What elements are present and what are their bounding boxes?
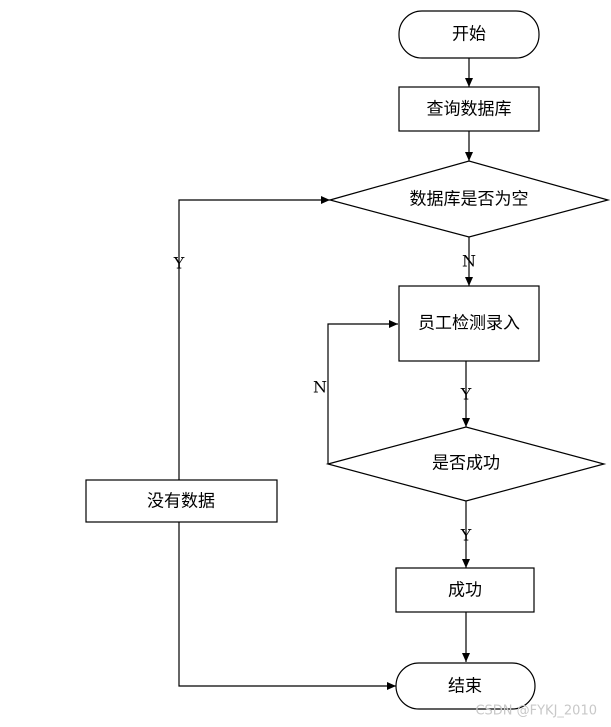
node-success: 成功 xyxy=(395,567,535,613)
node-no-data: 没有数据 xyxy=(85,479,278,523)
connectors xyxy=(178,58,473,690)
decision-db-empty-label: 数据库是否为空 xyxy=(410,190,529,210)
node-start-label: 开始 xyxy=(452,25,486,45)
decision-is-success-label: 是否成功 xyxy=(432,454,500,474)
edge-check-fail-loop xyxy=(327,320,398,464)
node-employee-entry-label: 员工检测录入 xyxy=(418,314,520,334)
edge-no-data-to-end xyxy=(178,522,396,690)
decision-is-success: 是否成功 xyxy=(325,426,607,502)
edge-no-data-to-decision xyxy=(178,196,330,480)
node-employee-entry: 员工检测录入 xyxy=(398,285,540,362)
node-end: 结束 xyxy=(395,662,536,710)
node-query-db: 查询数据库 xyxy=(398,86,540,132)
node-end-label: 结束 xyxy=(448,677,482,697)
edge-label-check-fail: N xyxy=(313,378,327,397)
edge-label-check-success: Y xyxy=(460,526,472,545)
node-success-label: 成功 xyxy=(448,581,482,601)
watermark: CSDN @FYKJ_2010 xyxy=(475,704,597,719)
edge-label-db-empty-yes: Y xyxy=(173,254,185,273)
node-query-db-label: 查询数据库 xyxy=(427,100,512,120)
node-start: 开始 xyxy=(398,10,540,59)
node-no-data-label: 没有数据 xyxy=(147,492,215,512)
edge-label-db-empty-no: N xyxy=(462,252,476,271)
decision-db-empty: 数据库是否为空 xyxy=(327,160,611,238)
edge-label-entry-to-check: Y xyxy=(460,385,472,404)
